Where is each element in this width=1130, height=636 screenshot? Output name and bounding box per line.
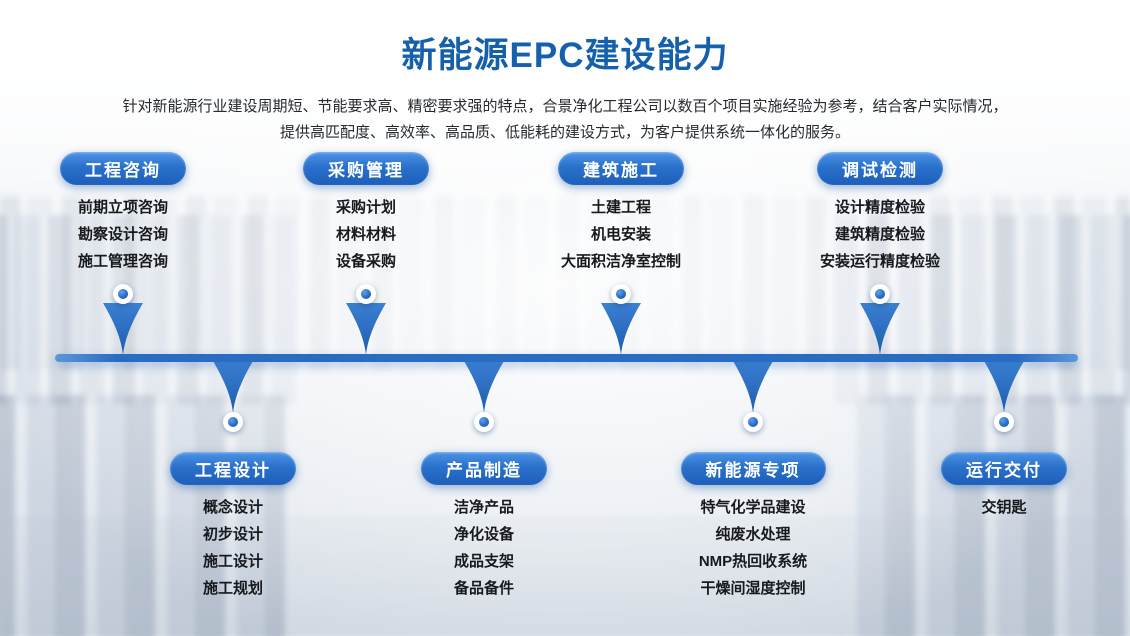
phase-group-commissioning-testing: 调试检测 设计精度检验 建筑精度检验 安装运行精度检验 [770,152,990,273]
phase-item: 洁净产品 [453,499,514,516]
phase-item-list: 洁净产品 净化设备 成品支架 备品备件 [454,496,514,600]
badge-building-construction: 建筑施工 [558,152,684,185]
phase-item-list: 交钥匙 [981,496,1026,519]
timeline-marker [994,412,1014,432]
phase-item: 材料材料 [335,226,396,243]
phase-item: 净化设备 [453,526,514,543]
phase-group-engineering-design: 工程设计 概念设计 初步设计 施工设计 施工规划 [123,452,343,600]
phase-item-list: 概念设计 初步设计 施工设计 施工规划 [203,496,263,600]
badge-engineering-design: 工程设计 [170,452,296,485]
timeline-marker [113,284,133,304]
phase-group-building-construction: 建筑施工 土建工程 机电安装 大面积洁净室控制 [511,152,731,273]
marker-dot-icon [479,417,489,427]
phase-item: 初步设计 [202,526,263,543]
page-title: 新能源EPC建设能力 [401,36,729,75]
phase-item: 大面积洁净室控制 [560,253,681,270]
phase-item-list: 采购计划 材料材料 设备采购 [336,196,396,273]
timeline-connector [601,303,641,355]
timeline-marker [356,284,376,304]
phase-group-new-energy-special: 新能源专项 特气化学品建设 纯废水处理 NMP热回收系统 干燥间湿度控制 [643,452,863,600]
phase-item: 机电安装 [590,226,651,243]
marker-dot-icon [748,417,758,427]
phase-item: 干燥间湿度控制 [700,580,806,597]
phase-item: 安装运行精度检验 [819,253,940,270]
phase-item: 勘察设计咨询 [77,226,168,243]
phase-item: 特气化学品建设 [700,499,806,516]
timeline-marker [743,412,763,432]
phase-item-list: 土建工程 机电安装 大面积洁净室控制 [561,196,681,273]
phase-item: 交钥匙 [981,499,1027,516]
phase-item: 纯废水处理 [715,526,791,543]
badge-commissioning-testing: 调试检测 [817,152,943,185]
phase-item: 概念设计 [202,499,263,516]
marker-dot-icon [228,417,238,427]
timeline-connector [213,361,253,413]
page-description: 针对新能源行业建设周期短、节能要求高、精密要求强的特点，合景净化工程公司以数百个… [122,98,1008,141]
phase-group-operation-delivery: 运行交付 交钥匙 [894,452,1114,519]
timeline-marker [474,412,494,432]
marker-dot-icon [361,289,371,299]
phase-item: 设备采购 [335,253,396,270]
phase-item-list: 特气化学品建设 纯废水处理 NMP热回收系统 干燥间湿度控制 [699,496,807,600]
badge-product-manufacturing: 产品制造 [421,452,547,485]
phase-item-list: 前期立项咨询 勘察设计咨询 施工管理咨询 [78,196,168,273]
timeline-connector [733,361,773,413]
badge-operation-delivery: 运行交付 [941,452,1067,485]
badge-procurement-management: 采购管理 [303,152,429,185]
phase-item: 施工管理咨询 [77,253,168,270]
phase-item: 土建工程 [590,199,651,216]
timeline-connector [860,303,900,355]
marker-dot-icon [999,417,1009,427]
phase-item: 备品备件 [453,580,514,597]
phase-item: NMP热回收系统 [698,553,808,570]
phase-group-procurement-management: 采购管理 采购计划 材料材料 设备采购 [256,152,476,273]
timeline-connector [103,303,143,355]
phase-item: 施工规划 [202,580,263,597]
badge-new-energy-special: 新能源专项 [680,452,826,485]
phase-item: 成品支架 [453,553,514,570]
phase-group-engineering-consulting: 工程咨询 前期立项咨询 勘察设计咨询 施工管理咨询 [13,152,233,273]
phase-item: 建筑精度检验 [834,226,925,243]
timeline-connector [346,303,386,355]
phase-item: 设计精度检验 [834,199,925,216]
phase-item: 采购计划 [335,199,396,216]
marker-dot-icon [118,289,128,299]
phase-item: 前期立项咨询 [77,199,168,216]
badge-engineering-consulting: 工程咨询 [60,152,186,185]
phase-item-list: 设计精度检验 建筑精度检验 安装运行精度检验 [820,196,940,273]
phase-group-product-manufacturing: 产品制造 洁净产品 净化设备 成品支架 备品备件 [374,452,594,600]
timeline-marker [870,284,890,304]
timeline-marker [223,412,243,432]
timeline-connector [464,361,504,413]
timeline-marker [611,284,631,304]
timeline-connector [984,361,1024,413]
timeline-axis [55,354,1078,362]
marker-dot-icon [875,289,885,299]
marker-dot-icon [616,289,626,299]
phase-item: 施工设计 [202,553,263,570]
